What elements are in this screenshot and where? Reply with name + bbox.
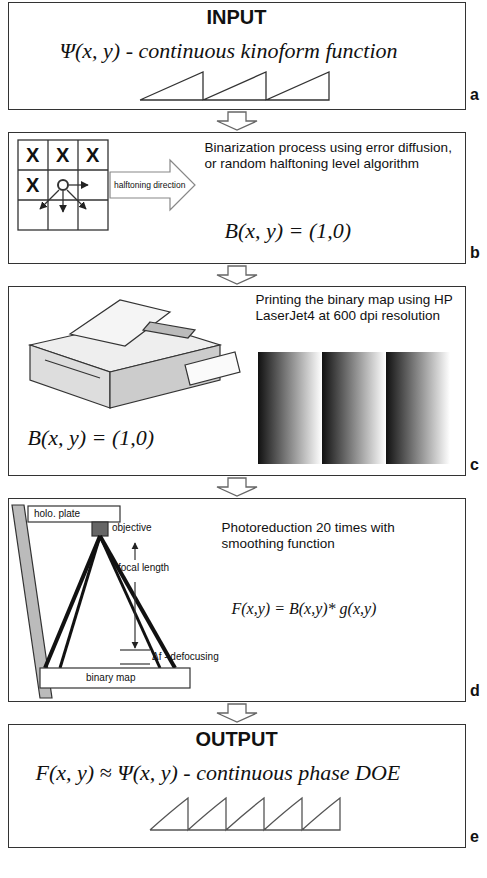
description: Photoreduction 20 times with smoothing f… [222, 520, 460, 554]
doe-sawtooth [150, 798, 340, 830]
flow-arrow [217, 478, 257, 496]
part-label: holo. plate [34, 508, 80, 519]
process-box: INPUT Ψ(x, y) - continuous kinoform funct… [8, 2, 466, 110]
flow-arrow [217, 266, 257, 284]
grid-mark: X [26, 174, 39, 197]
formula: Ψ(x, y) - continuous kinoform function [60, 38, 398, 64]
arrow-label: halftoning direction [114, 180, 185, 190]
panel-letter: a [470, 86, 479, 104]
heading: INPUT [9, 6, 464, 29]
process-box: Photoreduction 20 times with smoothing f… [8, 498, 466, 702]
formula: F(x, y) ≈ Ψ(x, y) - continuous phase DOE [36, 760, 401, 786]
photoreduction-setup [12, 505, 190, 698]
panel-letter: c [470, 456, 479, 474]
description: Binarization process using error diffusi… [205, 140, 460, 174]
part-label: focal length [118, 562, 169, 573]
process-box: Binarization process using error diffusi… [8, 132, 466, 264]
kinoform-sawtooth [140, 72, 329, 100]
printer-drawing [30, 300, 240, 408]
part-label: Δf - defocusing [152, 651, 219, 662]
grid-mark: X [86, 144, 99, 167]
heading: OUTPUT [9, 728, 464, 751]
formula: B(x, y) = (1,0) [225, 218, 352, 244]
formula: F(x,y) = B(x,y)* g(x,y) [232, 600, 377, 618]
formula: B(x, y) = (1,0) [28, 425, 155, 451]
part-label: binary map [86, 672, 135, 683]
flow-arrow [217, 704, 257, 722]
panel-letter: b [470, 244, 480, 262]
process-box: OUTPUT F(x, y) ≈ Ψ(x, y) - continuous pha… [8, 724, 466, 848]
part-label: objective [112, 522, 151, 533]
panel-letter: d [470, 682, 480, 700]
panel-letter: e [470, 828, 479, 846]
grid-mark: X [56, 144, 69, 167]
printed-gradient [258, 352, 450, 464]
process-box: Printing the binary map using HP LaserJe… [8, 286, 466, 476]
direction-arrow [110, 160, 195, 210]
grid-mark: X [26, 144, 39, 167]
halftoning-grid [18, 140, 108, 230]
flow-arrow [217, 112, 257, 130]
description: Printing the binary map using HP LaserJe… [256, 292, 461, 326]
